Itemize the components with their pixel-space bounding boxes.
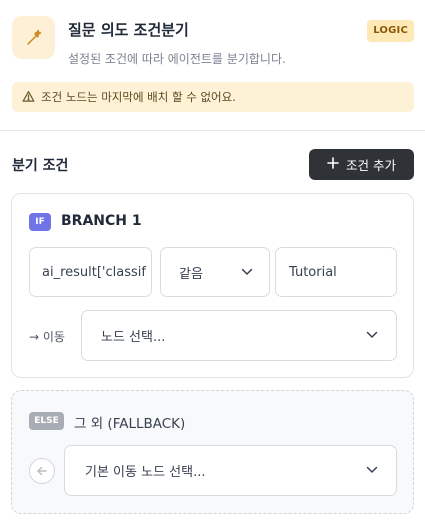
target-node-value: 노드 선택... [101, 330, 166, 345]
chevron-down-icon [241, 265, 253, 280]
add-condition-label: 조건 추가 [346, 158, 396, 173]
node-header: 질문 의도 조건분기 설정된 조건에 따라 에이전트를 분기합니다. LOGIC [12, 14, 414, 66]
condition-left-input[interactable]: ai_result['classif [29, 247, 152, 297]
move-label: → 이동 [29, 330, 65, 344]
operator-value: 같음 [179, 266, 203, 282]
arrow-left-icon [29, 458, 55, 484]
target-node-select[interactable]: 노드 선택... [81, 310, 397, 361]
default-node-value: 기본 이동 노드 선택... [85, 465, 206, 480]
chevron-down-icon [366, 328, 378, 343]
condition-right-input[interactable]: Tutorial [275, 247, 397, 297]
section-divider [0, 130, 425, 131]
add-condition-button[interactable]: 조건 추가 [309, 149, 414, 180]
warning-triangle-icon [22, 88, 35, 107]
fallback-title: 그 외 (FALLBACK) [74, 416, 186, 432]
plus-icon [327, 157, 339, 172]
node-title: 질문 의도 조건분기 [68, 21, 189, 39]
condition-right-value: Tutorial [289, 264, 337, 280]
sparkle-wand-icon [12, 16, 55, 59]
logic-badge: LOGIC [367, 20, 414, 42]
conditions-section-title: 분기 조건 [12, 158, 69, 174]
warning-text: 조건 노드는 마지막에 배치 할 수 없어요. [41, 90, 236, 104]
chevron-down-icon [366, 463, 378, 478]
operator-select[interactable]: 같음 [160, 247, 270, 297]
if-tag: IF [29, 213, 51, 231]
node-subtitle: 설정된 조건에 따라 에이전트를 분기합니다. [68, 52, 286, 66]
default-node-select[interactable]: 기본 이동 노드 선택... [64, 445, 397, 496]
branch-title: BRANCH 1 [61, 213, 142, 229]
else-tag: ELSE [29, 412, 64, 430]
branch-card: IF BRANCH 1 ai_result['classif 같음 Tutori… [11, 193, 414, 378]
condition-left-value: ai_result['classif [42, 264, 146, 280]
warning-banner: 조건 노드는 마지막에 배치 할 수 없어요. [12, 82, 414, 112]
fallback-card: ELSE 그 외 (FALLBACK) 기본 이동 노드 선택... [11, 390, 414, 514]
